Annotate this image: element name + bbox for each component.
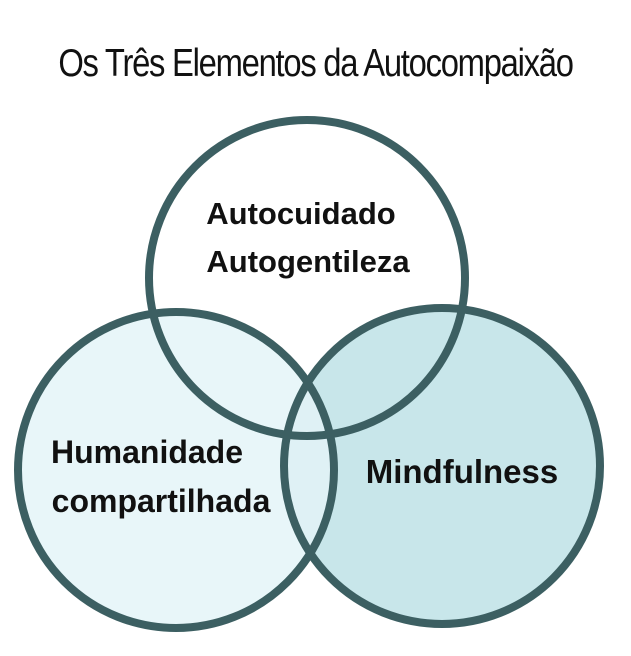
diagram-title: Os Três Elementos da Autocompaixão [58, 42, 574, 85]
circle-fill-right [284, 308, 600, 624]
top-circle-label-line1: Autocuidado [206, 196, 395, 231]
top-circle-label-line2: Autogentileza [206, 244, 410, 279]
left-circle-label-line2: compartilhada [52, 483, 271, 519]
right-circle-label: Mindfulness [366, 453, 559, 490]
left-circle-label-line1: Humanidade [51, 434, 243, 470]
circle-fill-left [18, 312, 334, 628]
circle-outline-left [14, 308, 338, 632]
circle-outline-top [145, 116, 469, 440]
circle-outline-right [280, 304, 604, 628]
